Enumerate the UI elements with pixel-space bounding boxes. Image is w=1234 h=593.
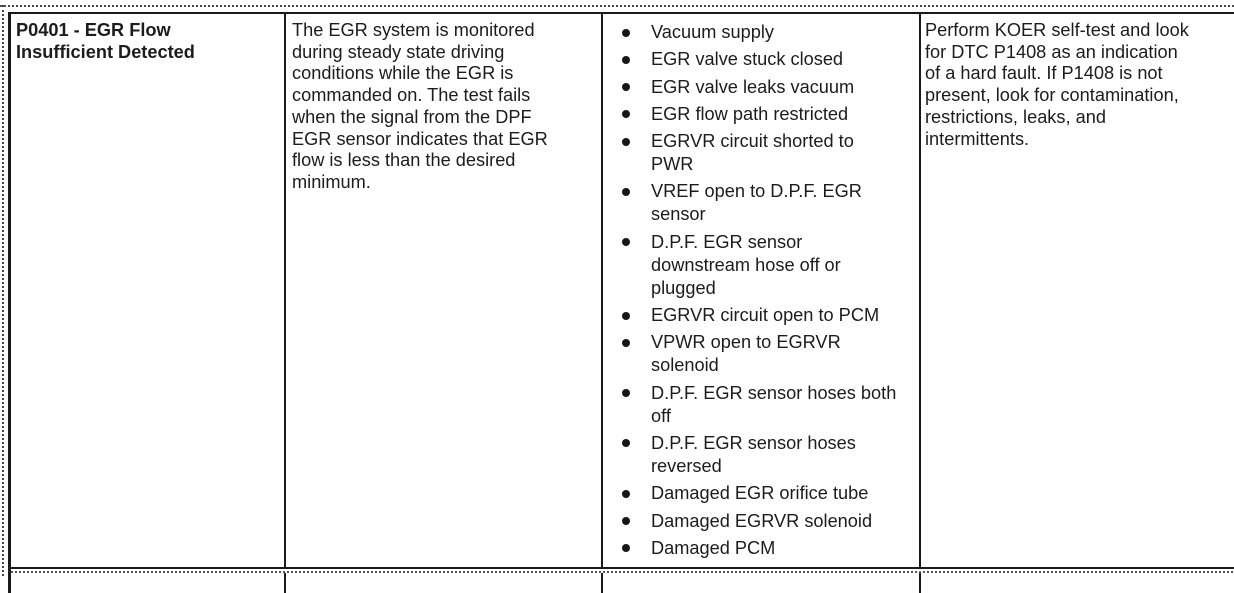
partial-cell-4 [921, 573, 1234, 593]
dtc-diagnostic-table: P0401 - EGR Flow Insufficient Detected T… [8, 12, 1234, 593]
table-row-p0401: P0401 - EGR Flow Insufficient Detected T… [11, 14, 1234, 569]
possible-cause-item: Damaged EGRVR solenoid [621, 510, 897, 533]
dtc-description-text: The EGR system is monitored during stead… [292, 20, 548, 192]
partial-cell-3 [603, 573, 921, 593]
cell-dtc-description: The EGR system is monitored during stead… [286, 14, 603, 567]
cell-dtc-code: P0401 - EGR Flow Insufficient Detected [11, 14, 286, 567]
possible-cause-item: EGR flow path restricted [621, 103, 897, 126]
possible-cause-item: D.P.F. EGR sensor downstream hose off or… [621, 231, 897, 300]
possible-cause-item: EGRVR circuit shorted to PWR [621, 130, 897, 176]
scan-artifact-top-dotted-line [0, 5, 1234, 7]
partial-cell-2 [286, 573, 603, 593]
possible-cause-item: EGRVR circuit open to PCM [621, 304, 897, 327]
possible-cause-item: EGR valve stuck closed [621, 48, 897, 71]
possible-cause-item: Damaged EGR orifice tube [621, 482, 897, 505]
possible-cause-item: D.P.F. EGR sensor hoses both off [621, 382, 897, 428]
possible-cause-item: D.P.F. EGR sensor hoses reversed [621, 432, 897, 478]
cell-diagnostic-action: Perform KOER self-test and look for DTC … [921, 14, 1234, 567]
possible-cause-item: Vacuum supply [621, 21, 897, 44]
possible-cause-item: VREF open to D.P.F. EGR sensor [621, 180, 897, 226]
row-divider-dotted-line [11, 571, 1234, 573]
table-row-partial-next [11, 573, 1234, 593]
possible-cause-item: EGR valve leaks vacuum [621, 76, 897, 99]
dtc-action-text: Perform KOER self-test and look for DTC … [925, 20, 1189, 149]
possible-cause-item: Damaged PCM [621, 537, 897, 560]
possible-cause-item: VPWR open to EGRVR solenoid [621, 331, 897, 377]
partial-cell-1 [11, 573, 286, 593]
dtc-code-title: P0401 - EGR Flow Insufficient Detected [16, 20, 195, 62]
scan-artifact-left-dotted-line [2, 5, 4, 576]
